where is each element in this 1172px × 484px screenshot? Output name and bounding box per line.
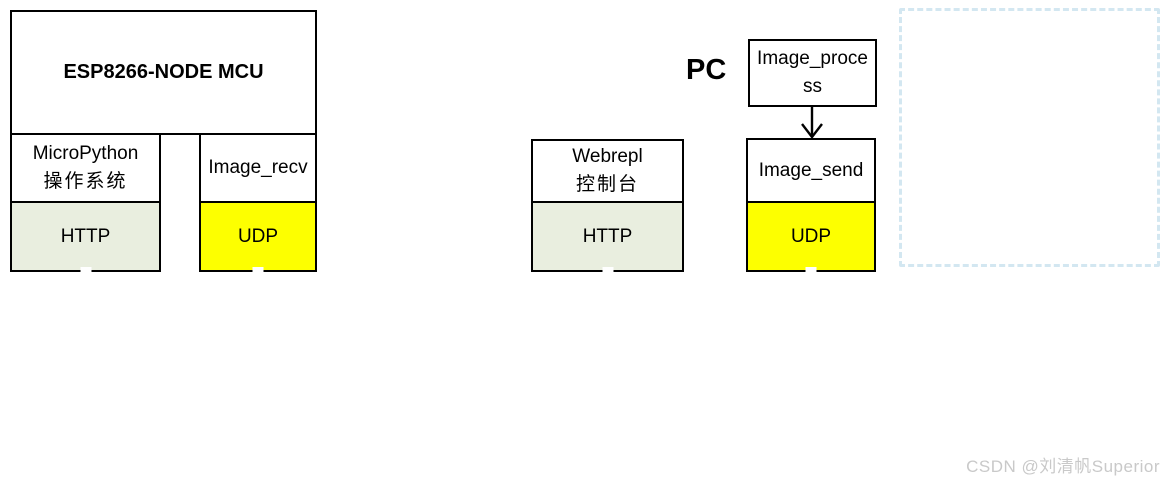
- image-recv-label: Image_recv: [208, 157, 308, 179]
- pc-http-box: HTTP: [531, 201, 684, 272]
- esp8266-mcu-title: ESP8266-NODE MCU: [63, 61, 264, 83]
- pc-http-label: HTTP: [582, 225, 633, 247]
- dashed-placeholder-box: [899, 8, 1160, 267]
- connector-notch: [252, 267, 264, 272]
- connector-notch: [602, 267, 613, 272]
- pc-udp-label: UDP: [790, 225, 832, 247]
- esp-udp-label: UDP: [237, 225, 279, 247]
- webrepl-label: Webrepl: [572, 146, 643, 168]
- webrepl-console-label: 控制台: [575, 174, 639, 195]
- connector-notch: [805, 267, 817, 272]
- esp-udp-box: UDP: [199, 201, 317, 272]
- image-recv-box: Image_recv: [199, 133, 317, 203]
- image-send-label: Image_send: [758, 159, 864, 181]
- webrepl-console-box: Webrepl 控制台: [531, 139, 684, 203]
- image-send-box: Image_send: [746, 138, 876, 203]
- esp-http-label: HTTP: [60, 225, 111, 247]
- esp8266-mcu-box: ESP8266-NODE MCU: [10, 10, 317, 135]
- connector-notch: [80, 267, 91, 272]
- image-process-box: Image_process: [748, 39, 877, 107]
- down-arrow-icon: [801, 105, 823, 139]
- pc-label: PC: [686, 54, 727, 86]
- watermark: CSDN @刘清帆Superior: [966, 457, 1160, 476]
- esp-http-box: HTTP: [10, 201, 161, 272]
- micropython-label: MicroPython: [32, 143, 139, 165]
- pc-udp-box: UDP: [746, 201, 876, 272]
- image-process-label: Image_process: [757, 48, 868, 97]
- micropython-os-box: MicroPython 操作系统: [10, 133, 161, 203]
- micropython-os-label: 操作系统: [43, 171, 128, 192]
